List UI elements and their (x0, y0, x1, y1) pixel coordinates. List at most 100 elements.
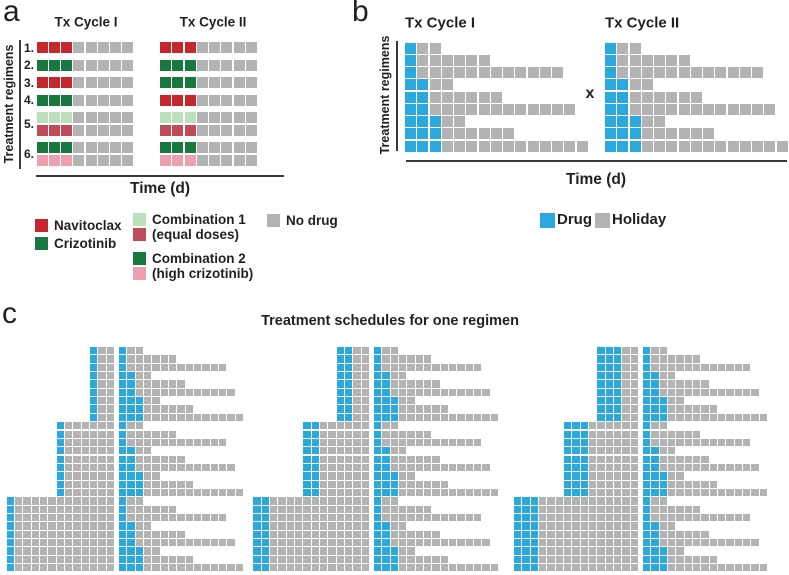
day-square (630, 463, 638, 472)
panel-b-cycle2-title: Tx Cycle II (605, 14, 680, 32)
day-square (424, 363, 432, 371)
cycle1-squares (7, 438, 114, 447)
day-square (693, 530, 701, 538)
day-square (684, 405, 692, 413)
day-square (73, 124, 85, 136)
day-square (336, 422, 344, 430)
day-square (110, 154, 121, 166)
day-square (668, 438, 676, 447)
schedule-row (6, 547, 160, 555)
day-square (311, 422, 319, 430)
day-square (538, 547, 547, 555)
day-square (169, 355, 177, 363)
day-square (185, 463, 194, 472)
day-square (580, 455, 588, 463)
cycle2-squares (373, 530, 440, 538)
day-square (617, 128, 629, 140)
day-square (678, 67, 690, 78)
day-square (169, 514, 177, 522)
cycle2-squares (373, 422, 398, 430)
schedule-row (36, 42, 134, 53)
day-square (630, 514, 638, 522)
cycle2-squares (642, 539, 759, 547)
day-square (311, 438, 319, 447)
day-square (432, 555, 440, 564)
day-square (651, 505, 659, 513)
day-square (751, 488, 759, 497)
day-square (642, 388, 651, 397)
day-square (405, 103, 416, 115)
day-square (405, 140, 416, 152)
day-square (382, 555, 390, 564)
day-square (527, 140, 539, 152)
day-square (432, 480, 440, 488)
day-square (678, 103, 690, 115)
day-square (311, 488, 319, 497)
day-square (547, 497, 555, 505)
day-square (64, 547, 73, 555)
day-square (253, 539, 261, 547)
day-square (90, 547, 98, 555)
day-square (373, 472, 382, 480)
crizotinib-label: Crizotinib (54, 236, 117, 251)
cycle1-squares (253, 555, 369, 564)
day-square (319, 438, 328, 447)
day-square (676, 547, 684, 555)
day-square (614, 480, 622, 488)
day-square (465, 438, 474, 447)
day-square (659, 488, 667, 497)
day-square (98, 463, 106, 472)
day-square (676, 405, 684, 413)
day-square (605, 372, 613, 380)
day-square (490, 488, 499, 497)
schedule-row (253, 555, 449, 564)
day-square (61, 42, 72, 53)
day-square (659, 480, 667, 488)
day-square (286, 522, 294, 530)
day-square (98, 355, 106, 363)
day-square (253, 505, 261, 513)
cycle2-squares (119, 539, 235, 547)
day-square (390, 405, 398, 413)
cycle1-squares (513, 539, 638, 547)
cycle2-squares (642, 564, 768, 572)
day-square (726, 388, 734, 397)
day-square (353, 413, 361, 422)
day-square (336, 405, 344, 413)
day-square (64, 530, 73, 538)
day-square (36, 124, 48, 136)
day-square (659, 455, 667, 463)
day-square (622, 422, 630, 430)
day-square (424, 388, 432, 397)
day-square (353, 447, 361, 455)
day-square (622, 355, 630, 363)
day-square (597, 539, 605, 547)
day-square (31, 514, 39, 522)
day-square (119, 497, 127, 505)
day-square (81, 488, 89, 497)
schedule-row (605, 42, 641, 54)
day-square (555, 505, 563, 513)
day-square (169, 438, 177, 447)
day-square (194, 564, 202, 572)
day-square (588, 497, 597, 505)
day-square (14, 564, 23, 572)
day-square (328, 497, 336, 505)
day-square (90, 422, 98, 430)
day-square (303, 547, 311, 555)
day-square (311, 514, 319, 522)
day-square (294, 530, 303, 538)
day-square (361, 488, 369, 497)
schedule-row (605, 91, 702, 103)
day-square (303, 530, 311, 538)
schedule-row (7, 355, 177, 363)
day-square (726, 539, 734, 547)
day-square (160, 59, 171, 71)
day-square (135, 422, 143, 430)
day-square (474, 438, 482, 447)
day-square (110, 42, 121, 53)
day-square (676, 380, 684, 388)
day-square (651, 539, 659, 547)
panel-b-x-axis-label: Time (d) (566, 171, 626, 188)
day-square (14, 505, 23, 513)
